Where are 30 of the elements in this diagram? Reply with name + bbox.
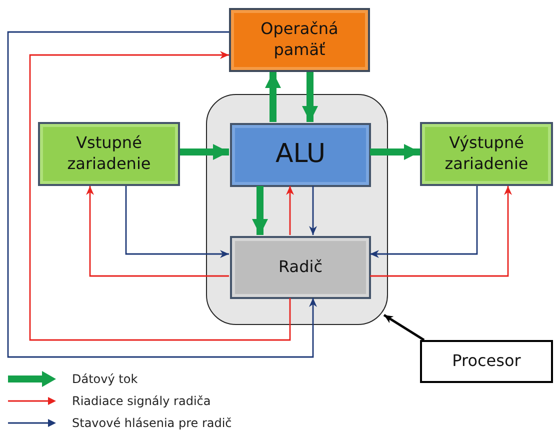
arrow: [286, 186, 294, 235]
process-box: [420, 122, 553, 186]
legend-label: Dátový tok: [72, 372, 138, 386]
leader-arrow: [383, 314, 425, 342]
arrow: [370, 186, 478, 258]
node-label: Procesor: [451, 351, 522, 372]
arrow: [86, 186, 229, 277]
arrow: [7, 31, 317, 358]
processor-area: [206, 94, 388, 325]
process-box: [420, 340, 553, 383]
node-label: Vstupné zariadenie: [66, 133, 152, 175]
arrow: [125, 186, 229, 258]
legend-label: Riadiace signály radiča: [72, 394, 211, 408]
arrow: [265, 72, 281, 122]
legend-label: Stavové hlásenia pre radič: [72, 416, 232, 430]
arrow: [252, 186, 268, 235]
process-box: [229, 8, 370, 72]
arrow: [180, 144, 229, 160]
node-label: Výstupné zariadenie: [444, 133, 530, 175]
arrow: [29, 51, 291, 341]
process-box: [230, 236, 371, 299]
node-label: Operačná pamäť: [260, 19, 340, 61]
arrow: [302, 72, 318, 122]
arrow: [309, 186, 317, 235]
arrow: [370, 186, 512, 277]
process-box: [230, 123, 371, 187]
arrow: [370, 144, 420, 160]
node-label: Radič: [278, 257, 324, 278]
process-box: [38, 122, 180, 186]
node-label: ALU: [274, 138, 326, 172]
